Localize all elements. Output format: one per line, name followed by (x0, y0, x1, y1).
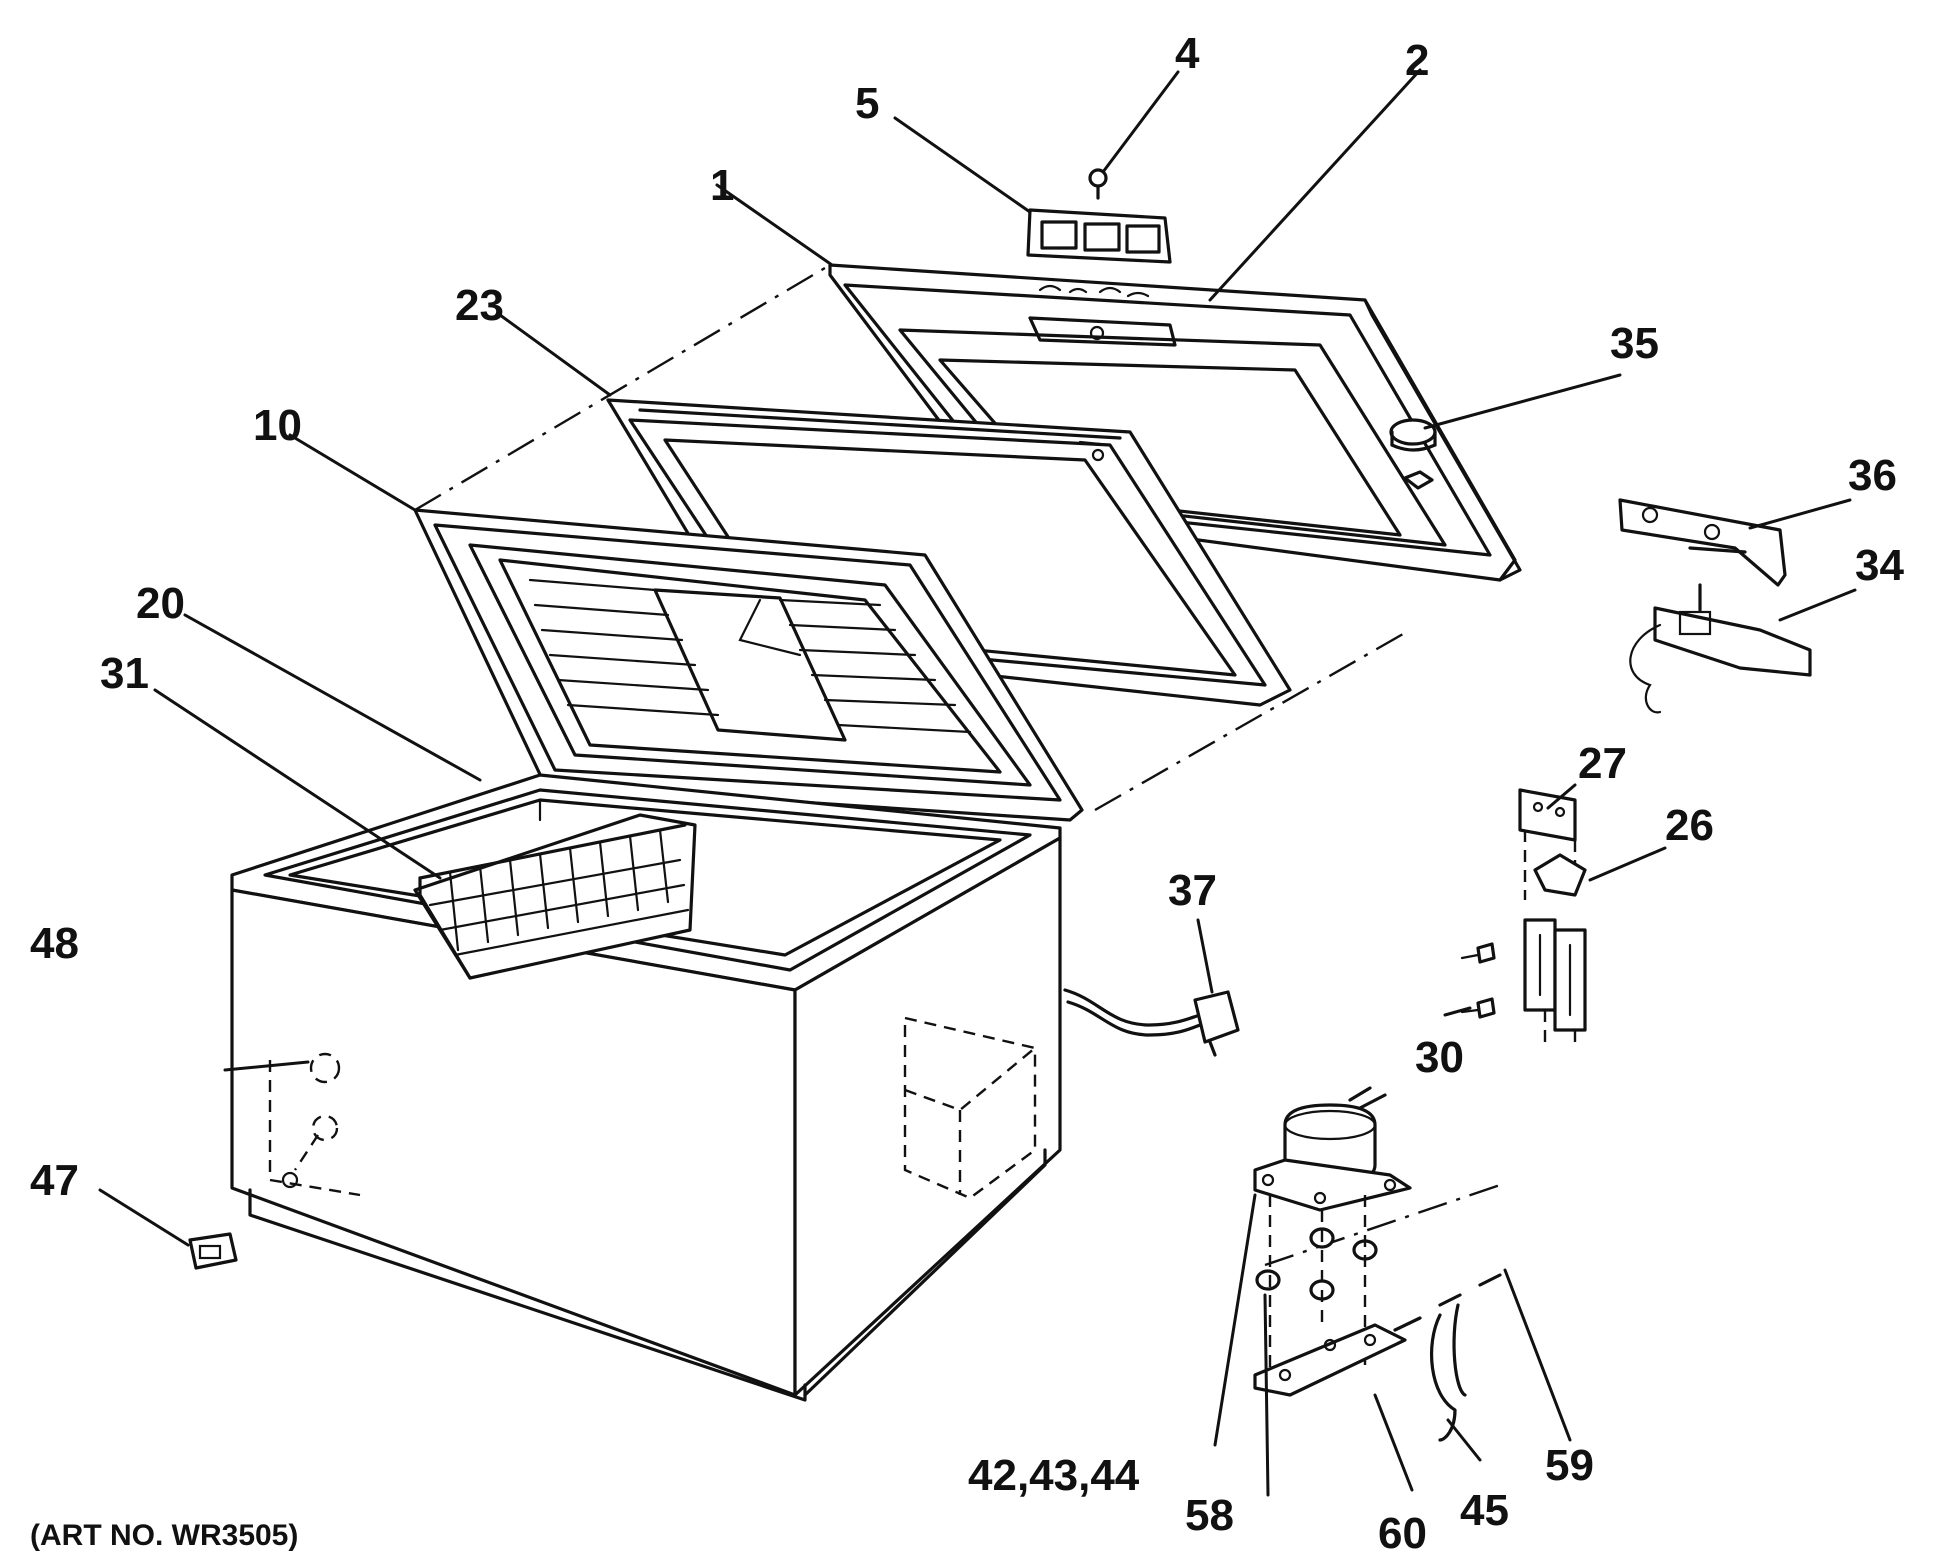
lid-louvres (528, 578, 972, 742)
thermostat-assembly (1389, 418, 1812, 714)
hinge-assembly (1460, 788, 1587, 1050)
cabinet-body (230, 773, 1062, 1402)
alignment-lines (414, 263, 1501, 1267)
inner-lid-liner (413, 508, 1084, 822)
callout-26: 26 (1665, 801, 1714, 850)
callout-42-43-44: 42,43,44 (968, 1451, 1140, 1500)
callout-10: 10 (253, 401, 302, 450)
callout-4: 4 (1175, 29, 1200, 78)
basket-wires (428, 828, 690, 957)
compressor-assembly (1253, 1086, 1502, 1442)
callout-48: 48 (30, 919, 79, 968)
callout-2: 2 (1405, 36, 1429, 85)
callout-45: 45 (1460, 1486, 1509, 1535)
callout-20: 20 (136, 579, 185, 628)
callout-23: 23 (455, 281, 504, 330)
callout-27: 27 (1578, 739, 1627, 788)
callout-47: 47 (30, 1156, 79, 1205)
power-cord (1063, 988, 1240, 1057)
callout-35: 35 (1610, 319, 1659, 368)
callout-59: 59 (1545, 1441, 1594, 1490)
leader-lines (98, 68, 1857, 1497)
callout-37: 37 (1168, 866, 1217, 915)
callout-31: 31 (100, 649, 149, 698)
grommets (1255, 1227, 1378, 1301)
callout-58: 58 (1185, 1491, 1234, 1540)
storage-basket (413, 813, 697, 980)
callout-60: 60 (1378, 1509, 1427, 1558)
drain-plug (188, 1232, 238, 1270)
callout-34: 34 (1855, 541, 1904, 590)
lock-assembly (1026, 168, 1172, 264)
art-number: (ART NO. WR3505) (30, 1519, 298, 1552)
callout-labels: 1 2 4 5 10 20 23 26 27 30 31 34 35 36 37… (30, 29, 1904, 1558)
callout-5: 5 (855, 79, 879, 128)
callout-36: 36 (1848, 451, 1897, 500)
callout-30: 30 (1415, 1033, 1464, 1082)
callout-1: 1 (710, 161, 734, 210)
